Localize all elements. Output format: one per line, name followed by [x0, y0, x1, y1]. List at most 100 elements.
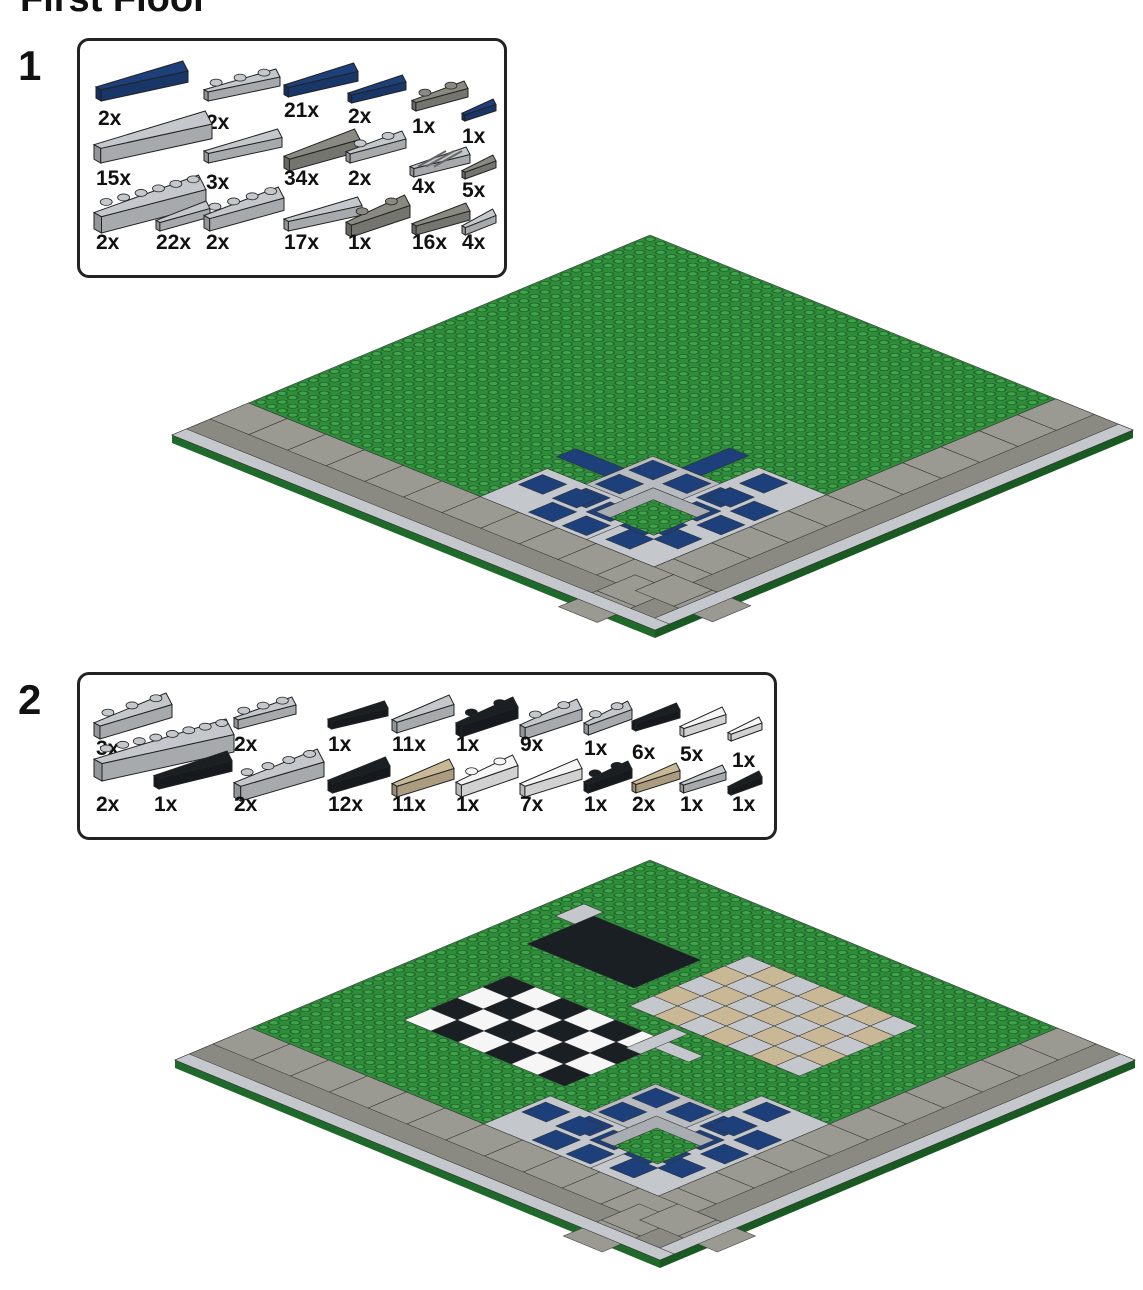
tile-1x2-tan-icon [630, 762, 681, 794]
tile-1x1-white-icon [726, 716, 763, 742]
blue-tile [662, 473, 712, 494]
part-count: 15x [96, 167, 132, 190]
blue-tile [521, 1101, 571, 1123]
part-count: 12x [328, 793, 364, 816]
baseplate-edge [172, 435, 655, 638]
plate-1x4-light-gray-icon [202, 186, 285, 232]
plate-corner-light-gray-icon [518, 698, 583, 740]
part-count: 7x [520, 793, 544, 816]
part-count: 2x [348, 105, 372, 128]
part-count: 3x [206, 171, 230, 194]
part-count: 1x [456, 793, 480, 816]
tile-2x2-light-gray-icon [390, 694, 455, 734]
blue-tile [631, 1087, 681, 1109]
part-count: 2x [98, 107, 122, 130]
blue-tile [696, 514, 746, 536]
part-count: 2x [632, 793, 656, 816]
jumper-2x2-black-icon [454, 696, 519, 738]
tile-2x2-black-icon [326, 756, 391, 794]
blue-tile [733, 1129, 783, 1151]
tile-1x2-light-gray-icon [678, 764, 727, 794]
tile-1x1-blue-icon [460, 98, 497, 122]
plate-1x2-light-gray-icon [582, 700, 633, 736]
part-count: 1x [412, 115, 436, 138]
part-count: 16x [412, 231, 448, 254]
part-count: 1x [732, 793, 756, 816]
blue-tile [681, 447, 750, 476]
step-number-2: 2 [18, 676, 42, 723]
plate-1x2-black-icon [582, 760, 633, 794]
part-count: 1x [348, 231, 372, 254]
part-count: 2x [348, 167, 372, 190]
blue-tile [555, 1115, 605, 1137]
baseplate [174, 859, 1136, 1261]
blue-tile [699, 1143, 750, 1165]
jumper-1x2-dark-gray-icon [410, 80, 469, 112]
tile-2x2-tan-icon [390, 758, 455, 798]
blue-tile [608, 1157, 659, 1179]
blue-tile [565, 1143, 615, 1165]
baseplate [171, 234, 1134, 631]
tile-1x2-black-icon [630, 702, 681, 732]
baseplate-edge [175, 1060, 660, 1268]
part-count: 4x [462, 231, 486, 254]
tile-1x1-dark-gray-icon [460, 154, 497, 180]
part-count: 2x [96, 793, 120, 816]
part-count: 2x [206, 231, 230, 254]
tile-1x4-light-gray-icon [202, 128, 283, 164]
blue-tile [738, 473, 789, 494]
blue-tile [594, 473, 645, 495]
blue-tile [605, 529, 655, 550]
tile-1x3-light-gray-icon [282, 196, 363, 232]
part-count: 2x [234, 793, 258, 816]
curb [171, 428, 671, 631]
blue-tile [555, 448, 625, 477]
blue-tile [597, 1101, 648, 1123]
part-count: 1x [328, 733, 352, 756]
part-count: 22x [156, 231, 192, 254]
page-title: First Floor [20, 0, 208, 21]
tile-1x2-blue-icon [346, 74, 407, 104]
blue-tile [656, 1157, 707, 1179]
tile-1x1-black-icon [726, 770, 763, 796]
blue-tile [729, 500, 780, 522]
patio-tile [774, 1055, 824, 1077]
plate-2x4-light-gray-icon [232, 748, 325, 802]
blue-tile [653, 528, 703, 550]
blue-tile [708, 1115, 759, 1137]
baseplate-edge [660, 1060, 1135, 1268]
blue-tile [531, 1129, 581, 1151]
baseplate-edge [655, 430, 1133, 638]
plate-1x3-light-gray-icon [202, 68, 281, 102]
part-count: 5x [680, 743, 704, 766]
plate-2x3-light-gray-icon [92, 692, 173, 740]
plate-1x2-light-gray-icon [344, 130, 407, 164]
part-count: 17x [284, 231, 320, 254]
part-count: 11x [392, 733, 426, 756]
model-step-2 [174, 859, 1136, 1268]
part-count: 1x [732, 749, 756, 772]
grille-1x2-light-gray-icon [408, 146, 471, 178]
part-count: 11x [392, 793, 426, 816]
part-count: 9x [520, 733, 544, 756]
tile-1x2-dark-gray-icon [410, 202, 471, 236]
blue-tile [517, 474, 568, 495]
part-count: 4x [412, 175, 436, 198]
blue-tile [561, 515, 612, 536]
part-count: 1x [154, 793, 178, 816]
part-count: 1x [462, 125, 486, 148]
part-count: 5x [462, 179, 486, 202]
curb [174, 1053, 675, 1261]
blue-tile [551, 487, 602, 509]
blue-tile [705, 487, 755, 508]
part-count: 1x [680, 793, 704, 816]
tile-1x1-light-gray-icon [460, 208, 497, 236]
plate-1x8-light-gray-icon [92, 718, 235, 782]
model-step-1 [171, 234, 1134, 638]
plate-1x3-light-gray-icon [232, 696, 297, 730]
blue-tile [665, 1101, 715, 1123]
blue-tile [628, 459, 678, 481]
parts-list-step-2: 3x2x1x11x1x9x1x6x5x1x2x1x2x12x11x1x7x1x2… [77, 672, 777, 840]
